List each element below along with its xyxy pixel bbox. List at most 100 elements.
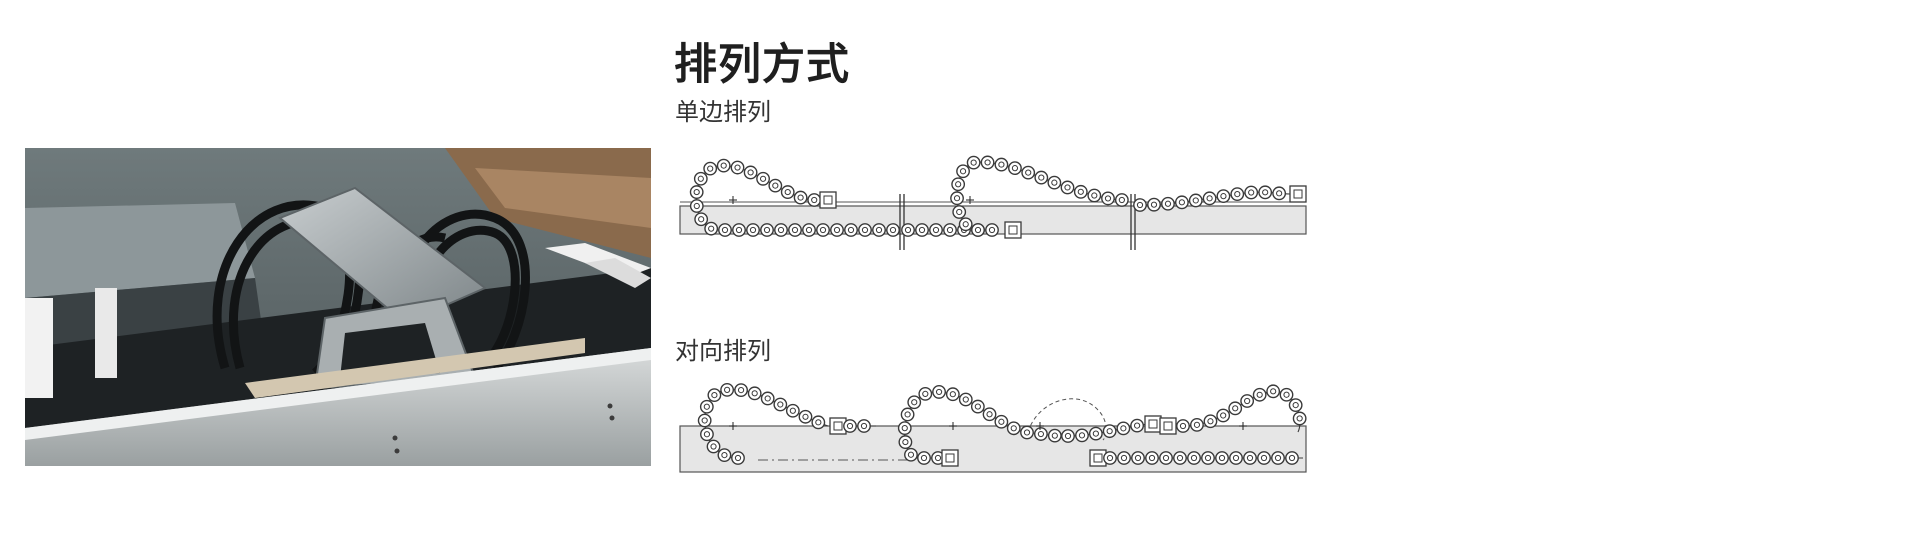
stage2-chain-link bbox=[929, 223, 943, 237]
stage1-chain-link bbox=[844, 223, 858, 237]
opposed-arrangement-diagram bbox=[679, 382, 1307, 473]
chain-end-bracket bbox=[941, 449, 959, 467]
stage2-chain-link bbox=[980, 155, 995, 170]
stage2-chain-link bbox=[1114, 193, 1129, 207]
center-chain-link bbox=[904, 447, 918, 462]
stage1-chain-link bbox=[802, 223, 816, 237]
stage1-chain-link bbox=[774, 223, 788, 237]
left-outer-chain-link bbox=[706, 439, 721, 454]
center-chain-link bbox=[918, 386, 933, 401]
center-chain-link bbox=[958, 392, 973, 407]
bottom-chain-link bbox=[1243, 451, 1257, 465]
right-outer-chain-link bbox=[1292, 411, 1307, 426]
plus-mark-icon bbox=[729, 422, 737, 430]
stage2-chain-link bbox=[1008, 161, 1022, 176]
single-side-arrangement-label: 单边排列 bbox=[675, 98, 771, 126]
stage2-chain-link bbox=[952, 205, 967, 219]
stage2-chain-link bbox=[956, 164, 970, 179]
stage1-chain-link bbox=[730, 160, 745, 175]
stage1-chain-link bbox=[886, 223, 900, 237]
bottom-chain-link bbox=[1145, 451, 1159, 465]
right-outer-chain-link bbox=[1252, 387, 1267, 402]
left-outer-chain-link bbox=[731, 451, 745, 465]
left-outer-chain-link bbox=[747, 386, 762, 401]
center-right-chain-link bbox=[1061, 429, 1075, 443]
stage1-chain-link bbox=[768, 178, 783, 193]
stage1-chain-link bbox=[746, 223, 760, 237]
stage1-chain-link bbox=[816, 223, 830, 237]
stage2-chain-link bbox=[901, 223, 915, 237]
right-outer-chain-link bbox=[1279, 387, 1294, 402]
left-outer-chain-link bbox=[717, 448, 732, 463]
right-outer-chain-link bbox=[1288, 398, 1303, 413]
right-outer-chain-link bbox=[1240, 394, 1255, 408]
stage3-chain-link bbox=[1216, 189, 1231, 204]
left-outer-chain-link bbox=[700, 427, 714, 442]
stage1-chain-link bbox=[694, 212, 709, 227]
stage3-chain-link bbox=[1272, 186, 1287, 201]
left-outer-chain-link bbox=[798, 409, 813, 424]
left-outer-chain-link bbox=[720, 382, 735, 397]
left-outer-chain-link bbox=[811, 415, 826, 430]
cable-carrier-photo bbox=[25, 148, 651, 466]
chain-end-bracket bbox=[1004, 221, 1022, 239]
left-outer-chain-link bbox=[707, 388, 722, 403]
center-chain-link bbox=[1047, 428, 1062, 443]
stage2-chain-link bbox=[1060, 180, 1075, 195]
bottom-chain-link bbox=[1229, 451, 1243, 465]
stage3-chain-link bbox=[1244, 185, 1259, 200]
bottom-chain-link bbox=[1117, 451, 1131, 465]
stage1-chain-link bbox=[689, 185, 704, 199]
left-outer-chain-link bbox=[773, 397, 788, 412]
center-right-chain-link bbox=[1102, 424, 1117, 439]
stage2-chain-link bbox=[1047, 175, 1062, 190]
stage2-chain-link bbox=[951, 177, 966, 192]
stage1-chain-link bbox=[704, 221, 719, 236]
stage1-chain-link bbox=[703, 161, 718, 176]
bottom-chain-link bbox=[1201, 451, 1215, 465]
left-outer-chain-link bbox=[699, 399, 714, 414]
opposed-arrangement-label: 对向排列 bbox=[675, 337, 771, 365]
bottom-chain-link bbox=[1257, 451, 1271, 465]
right-outer-chain-link bbox=[1266, 384, 1281, 399]
stage2-chain-link bbox=[958, 217, 973, 232]
bottom-chain-link bbox=[1173, 451, 1187, 465]
stage2-chain-link bbox=[994, 157, 1009, 172]
stage3-chain-link bbox=[1133, 198, 1147, 212]
guide-trough bbox=[679, 425, 1307, 473]
plus-mark-icon bbox=[1239, 422, 1247, 430]
bottom-chain-link bbox=[1285, 451, 1299, 465]
stage3-chain-link bbox=[1230, 187, 1245, 201]
bottom-chain-link bbox=[1187, 451, 1201, 465]
left-outer-chain-link bbox=[734, 383, 748, 398]
center-chain-link bbox=[1034, 427, 1048, 441]
stage1-chain-link bbox=[788, 223, 802, 237]
center-chain-link bbox=[917, 451, 931, 465]
chain-end-bracket bbox=[1289, 185, 1307, 203]
chain-end-bracket bbox=[819, 191, 837, 209]
stage1-chain-link bbox=[830, 223, 844, 237]
center-chain-link bbox=[932, 385, 946, 399]
stage3-chain-link bbox=[1202, 191, 1217, 206]
center-chain-link bbox=[945, 387, 960, 402]
center-chain-link bbox=[1020, 425, 1034, 440]
bottom-chain-link bbox=[1131, 451, 1145, 465]
chain-end-bracket bbox=[1159, 417, 1177, 435]
center-chain-link bbox=[907, 395, 922, 410]
center-chain-link bbox=[982, 407, 997, 422]
stage2-chain-link bbox=[1034, 170, 1049, 185]
center-right-chain-link bbox=[1088, 426, 1103, 441]
left-outer-chain-link bbox=[697, 413, 712, 428]
stage2-chain-link bbox=[950, 191, 964, 206]
left-outer-chain-link bbox=[760, 391, 775, 406]
stage1-chain-link bbox=[718, 223, 732, 237]
stage3-chain-link bbox=[1188, 193, 1203, 208]
right-outer-chain-link bbox=[1216, 408, 1231, 423]
right-outer-chain-link bbox=[1228, 401, 1243, 416]
stage1-chain-link bbox=[760, 223, 774, 237]
section-title: 排列方式 bbox=[674, 40, 850, 90]
stage1-chain-link bbox=[732, 223, 746, 237]
travel-arc bbox=[1027, 398, 1107, 441]
bottom-chain-link bbox=[1271, 451, 1285, 465]
stage1-chain-link bbox=[716, 158, 731, 173]
